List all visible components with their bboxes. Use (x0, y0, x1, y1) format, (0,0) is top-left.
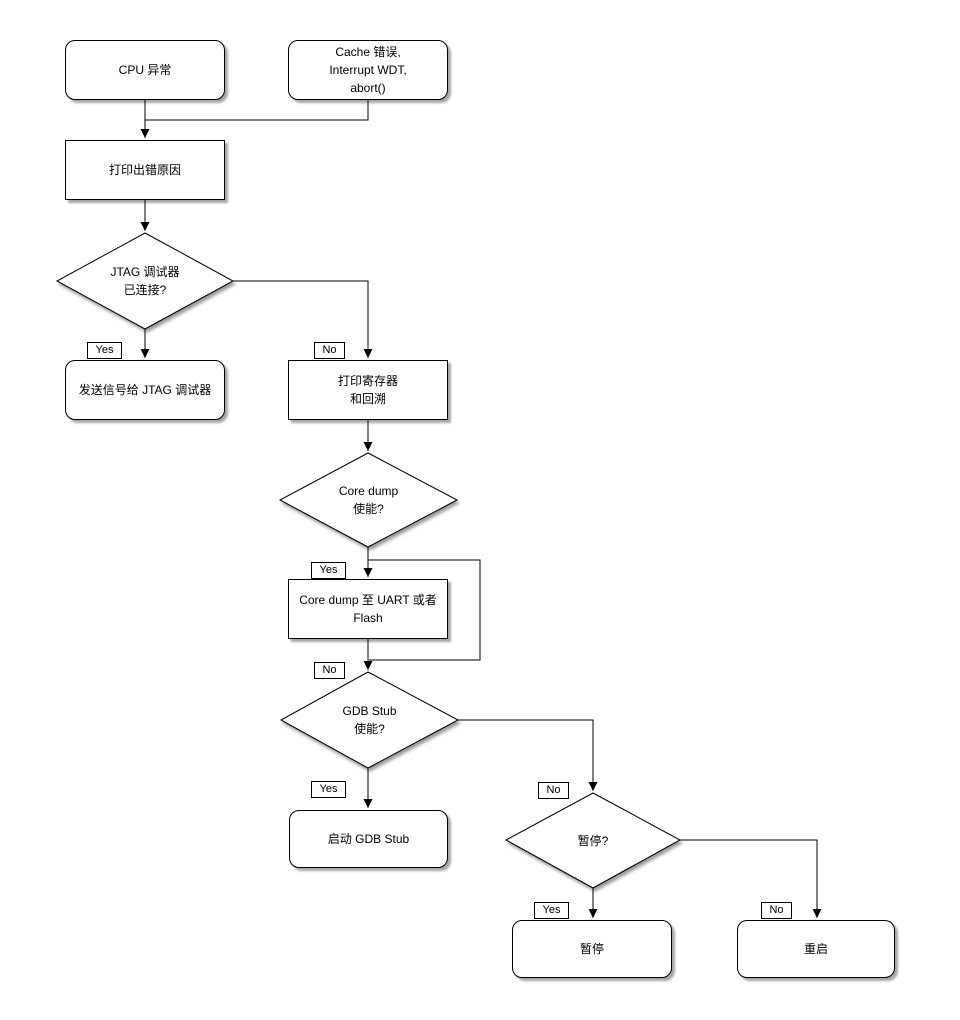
diamond-gdbstub-enabled (279, 671, 460, 769)
node-coredump-dest: Core dump 至 UART 或者 Flash (288, 579, 448, 639)
text-line: abort() (350, 81, 386, 95)
node-cache-error: Cache 错误, Interrupt WDT, abort() (288, 40, 448, 100)
node-label: 重启 (803, 942, 828, 956)
edge-label-halt-no: No (761, 902, 792, 919)
node-label: 发送信号给 JTAG 调试器 (78, 383, 212, 397)
text-line: 打印寄存器 (337, 374, 398, 388)
node-label: CPU 异常 (118, 63, 172, 77)
text-line: Cache 错误, (335, 45, 401, 59)
node-label: 启动 GDB Stub (327, 832, 410, 846)
node-send-signal-jtag: 发送信号给 JTAG 调试器 (65, 360, 225, 420)
edge-label-jtag-yes: Yes (87, 342, 122, 359)
text-line: 和回溯 (349, 392, 386, 406)
node-print-cause: 打印出错原因 (65, 140, 225, 200)
diamond-coredump-enabled (278, 452, 459, 548)
diamond-halt-question (504, 792, 682, 889)
edge-label-coredump-no: No (314, 662, 345, 679)
node-start-gdbstub: 启动 GDB Stub (289, 810, 448, 868)
edge-label-gdb-no: No (538, 782, 569, 799)
node-label: 打印出错原因 (108, 163, 181, 177)
edge-halt-no (680, 839, 822, 918)
text-line: Interrupt WDT, (329, 63, 407, 77)
node-label: Core dump 至 UART 或者 Flash (299, 593, 437, 625)
edge-jtag-no (233, 280, 373, 358)
node-label: 暂停 (579, 942, 604, 956)
edge-label-jtag-no: No (314, 342, 345, 359)
edge-label-halt-yes: Yes (534, 902, 569, 919)
node-cpu-exception: CPU 异常 (65, 40, 225, 100)
node-print-registers: 打印寄存器 和回溯 (288, 360, 448, 420)
node-halt: 暂停 (512, 920, 672, 978)
edge-cache-to-print (145, 100, 369, 121)
node-reboot: 重启 (737, 920, 895, 978)
edge-label-gdb-yes: Yes (311, 781, 346, 798)
edge-label-coredump-yes: Yes (311, 562, 346, 579)
edge-gdb-no (458, 719, 598, 791)
diamond-jtag-connected (55, 232, 235, 330)
edge-coredump-no-bypass (368, 559, 481, 661)
